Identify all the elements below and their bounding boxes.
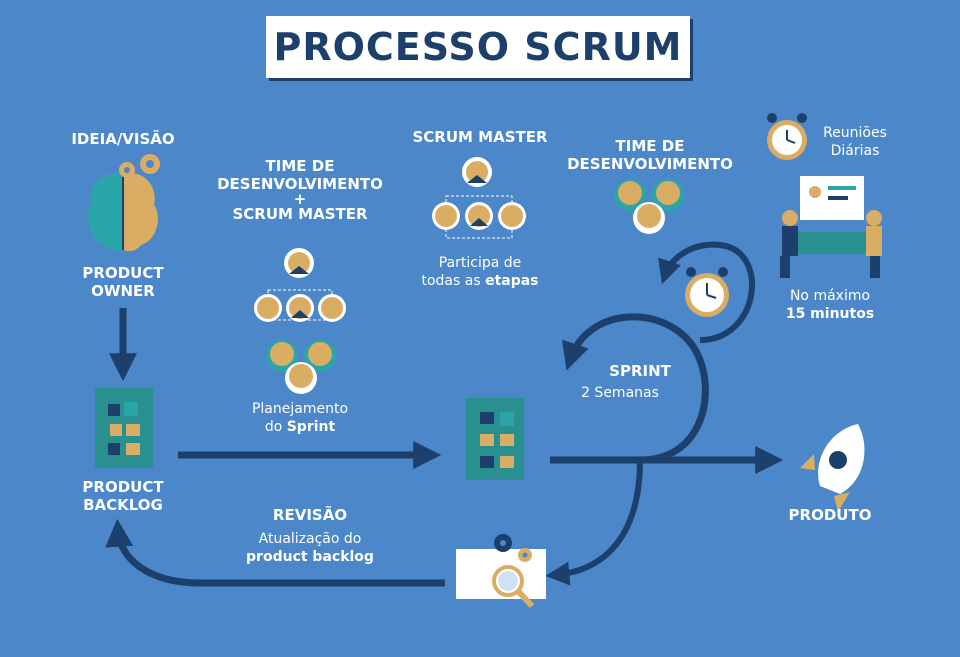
planning-team-label: TIME DE DESENVOLVIMENTO + SCRUM MASTER [205,157,395,223]
review-label: REVISÃO [272,506,348,524]
daily-line2: Diárias [830,143,880,159]
product-backlog-line1: PRODUCT [82,478,164,496]
alarm-clock-icon [767,113,807,160]
planning-team-line3: SCRUM MASTER [232,205,368,223]
scrum-master-description: Participa de todas as etapas [400,254,560,290]
dev-team-line1: TIME DE [615,137,685,155]
product-backlog-board-icon [95,388,153,468]
planning-desc-line2: do Sprint [225,418,375,436]
review-desc-line1: Atualização do [258,531,362,547]
scrum-master-team-icon [432,157,526,239]
sm-desc-line2: todas as etapas [400,272,560,290]
daily-desc-line1: No máximo [789,288,871,304]
dev-team-icon [614,179,684,234]
daily-line1: Reuniões [823,125,887,141]
dev-team-line2: DESENVOLVIMENTO [567,155,733,173]
sprint-label: SPRINT [609,362,671,380]
planning-desc-sprint: Sprint [286,419,336,435]
product-owner-line1: PRODUCT [82,264,164,282]
review-description: Atualização do product backlog [230,530,390,566]
sm-desc-etapas: etapas [485,273,539,289]
sm-desc-pre: todas as [421,273,486,289]
rocket-icon [800,424,865,512]
brain-icon [88,154,160,252]
planning-team-line2: DESENVOLVIMENTO [217,175,383,193]
daily-desc-line2: 15 minutos [785,306,875,322]
arrow-review-to-backlog [105,518,445,587]
sm-desc-line1: Participa de [438,255,522,271]
sprint-duration: 2 Semanas [581,385,659,401]
sprint-loop-arrow [562,313,709,464]
daily-duration: No máximo 15 minutos [770,287,890,323]
scrum-master-label: SCRUM MASTER [412,128,548,146]
planning-desc-pre: do [264,419,287,435]
produto-label: PRODUTO [788,506,872,524]
arrow-to-review [545,459,643,586]
ideia-label: IDEIA/VISÃO [71,130,175,148]
product-owner-label: PRODUCT OWNER [53,264,193,300]
planning-team-line1: TIME DE [265,157,335,175]
product-backlog-label: PRODUCT BACKLOG [53,478,193,514]
review-desc-line2: product backlog [246,549,374,565]
planning-plus: + [293,190,307,208]
meeting-scene-icon [780,176,882,278]
page-title-box: PROCESSO SCRUM [266,16,690,78]
planning-desc-line1: Planejamento [251,401,349,417]
planning-description: Planejamento do Sprint [225,400,375,436]
daily-meetings-label: Reuniões Diárias [810,124,900,160]
sprint-clock-icon [685,267,729,317]
daily-loop-arrow [658,241,755,343]
page-title: PROCESSO SCRUM [273,25,683,69]
dev-team-label: TIME DE DESENVOLVIMENTO [555,137,745,173]
review-window-icon [456,534,546,609]
product-backlog-line2: BACKLOG [83,496,163,514]
sprint-backlog-board-icon [466,398,524,480]
planning-team-icon [254,248,346,394]
product-owner-line2: OWNER [91,282,155,300]
